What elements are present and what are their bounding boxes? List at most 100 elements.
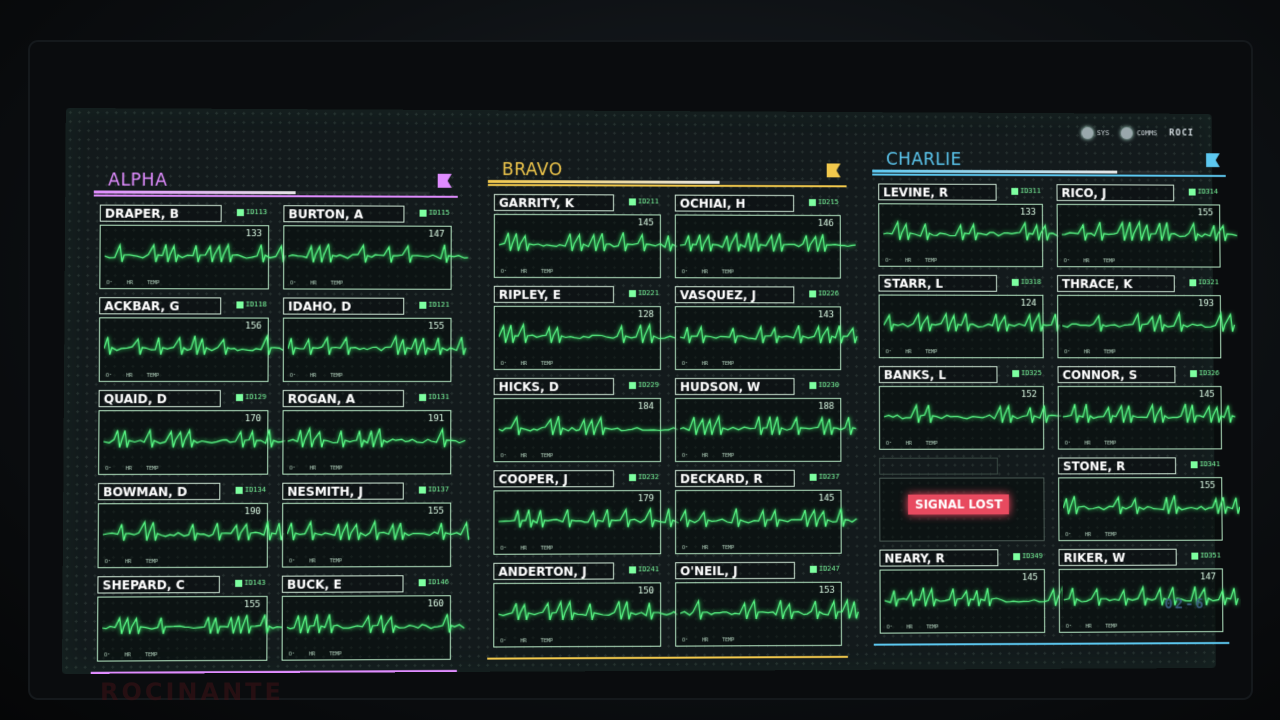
patient-name: DECKARD, R (675, 469, 795, 488)
patient-id: ID131 (419, 393, 449, 401)
squad-header: CHARLIE (872, 148, 1226, 175)
id-tag-icon (1189, 278, 1197, 286)
vitals-label-hr: HR (520, 638, 527, 645)
status-icons: SYS COMMS ROCI (1081, 127, 1194, 140)
ecg-trace (1062, 222, 1237, 241)
patient-id-text: ID247 (818, 564, 840, 573)
ecg-trace (103, 521, 283, 541)
ecg-waveform (287, 516, 469, 545)
ecg-waveform (102, 609, 286, 638)
patient-id-text: ID241 (637, 565, 660, 574)
ecg-trace (288, 244, 468, 263)
vitals-label-hr: HR (1084, 440, 1091, 447)
ecg-waveform (1062, 308, 1239, 336)
ecg-waveform (287, 608, 469, 637)
ecg-trace (884, 313, 1060, 331)
vitals-label-hr: HR (309, 651, 316, 658)
vitals-label-temp: TEMP (1103, 258, 1115, 265)
ecg-trace (885, 587, 1063, 606)
patient-id-text: ID237 (818, 472, 840, 481)
patient-name: BUCK, E (281, 575, 404, 593)
ecg-trace (103, 430, 285, 448)
id-tag-icon (1190, 460, 1198, 468)
id-tag-icon (1188, 188, 1196, 196)
comms-status-indicator[interactable]: COMMS (1121, 127, 1157, 140)
patient-name: LEVINE, R (878, 183, 997, 201)
ecg-waveform (885, 582, 1063, 611)
comms-status-icon (1121, 127, 1133, 140)
vitals-label-o2: O² (104, 558, 111, 566)
vitals-label-temp: TEMP (925, 440, 938, 447)
id-tag-icon (1189, 369, 1197, 377)
patient-name: THRACE, K (1057, 275, 1175, 293)
vitals-label-o2: O² (885, 257, 892, 264)
patient-id: ID118 (236, 300, 267, 309)
patient-name: ANDERTON, J (493, 562, 615, 580)
id-tag-icon (628, 289, 636, 297)
system-status-indicator[interactable]: SYS (1081, 127, 1109, 139)
patient-id: ID129 (235, 393, 266, 401)
patient-name: NESMITH, J (282, 482, 404, 500)
vitals-label-temp: TEMP (722, 637, 735, 644)
flag-icon[interactable] (438, 174, 452, 188)
patient-name: STONE, R (1058, 457, 1177, 475)
ecg-waveform (103, 516, 286, 545)
squad-title: BRAVO (501, 160, 563, 181)
vitals-label-temp: TEMP (540, 268, 554, 275)
patient-id: ID326 (1189, 369, 1219, 377)
flag-icon[interactable] (827, 163, 841, 177)
patient-card[interactable]: SIGNAL LOST (879, 457, 1045, 544)
patient-id-text: ID134 (244, 485, 267, 494)
ecg-trace (288, 336, 466, 355)
ecg-trace (680, 325, 857, 343)
patient-name: QUAID, D (98, 390, 221, 408)
screen-code: 02-6 (1164, 596, 1206, 613)
patient-id: ID341 (1190, 460, 1220, 468)
patient-name: CONNOR, S (1057, 366, 1176, 384)
id-tag-icon (419, 209, 427, 217)
id-tag-icon (1013, 552, 1021, 560)
vitals-label-o2: O² (500, 453, 507, 460)
patient-name (879, 457, 998, 475)
vitals-label-o2: O² (289, 465, 296, 472)
flag-icon[interactable] (1206, 153, 1220, 167)
patient-id: ID311 (1011, 187, 1041, 195)
